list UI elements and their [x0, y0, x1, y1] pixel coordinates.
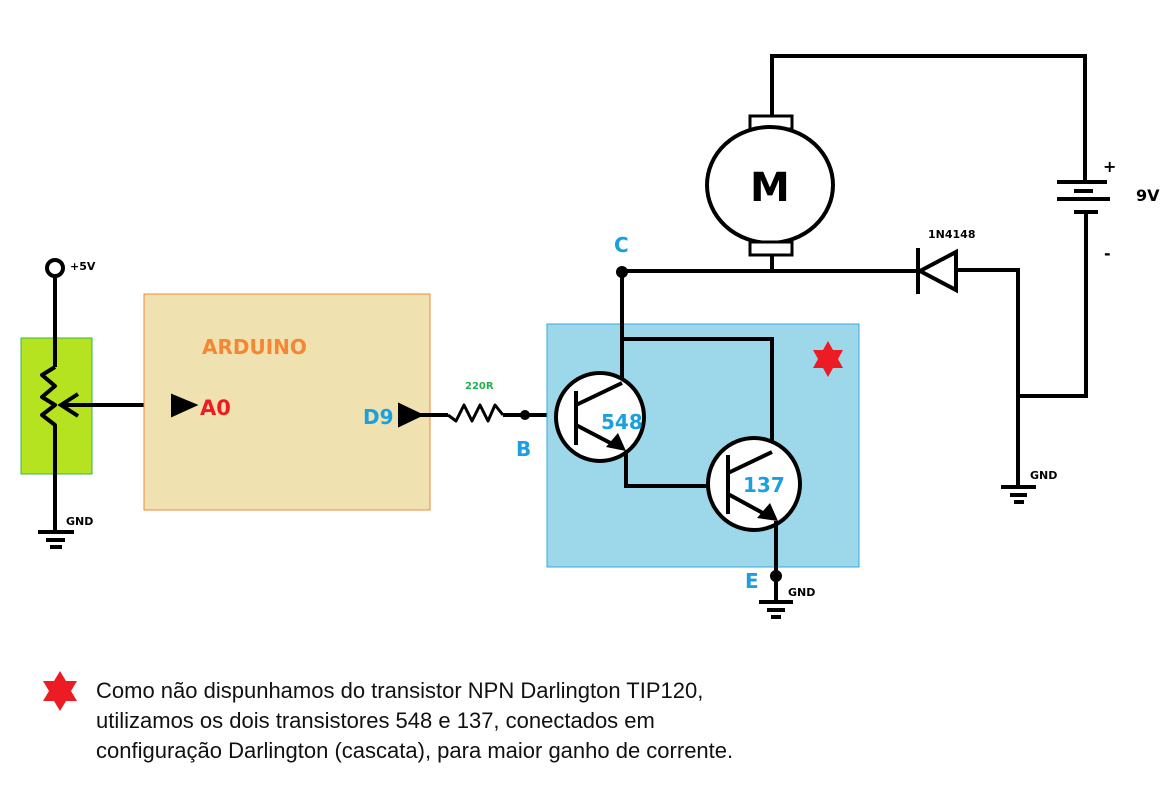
arduino-box [143, 293, 431, 511]
battery-label: 9V [1136, 186, 1160, 205]
footnote-line: configuração Darlington (cascata), para … [96, 738, 733, 763]
wire [1018, 212, 1088, 398]
base-resistor: 220R B [420, 381, 558, 461]
motor-label: M [750, 165, 790, 211]
diode-triangle-icon [915, 248, 958, 294]
battery-ground: GND [1001, 469, 1057, 504]
emitter-ground: E GND [745, 569, 815, 619]
emitter-arrow-icon [757, 503, 778, 521]
supply-label: +5V [70, 260, 96, 273]
wire [770, 54, 1087, 182]
ground-label: GND [66, 515, 93, 528]
resistor-label: 220R [465, 381, 494, 392]
footnote-line: utilizamos os dois transistores 548 e 13… [96, 708, 655, 733]
emitter-arrow-icon [606, 433, 626, 451]
arduino-label: ARDUINO [202, 335, 307, 359]
battery-ground-label: GND [1030, 469, 1057, 482]
ground-icon [38, 530, 74, 549]
base-node-label: B [516, 437, 531, 461]
motor: M [705, 54, 1087, 271]
wire [622, 337, 774, 443]
flyback-diode: 1N4148 [915, 228, 1020, 486]
transistor-548-label: 548 [601, 410, 643, 434]
diode-label: 1N4148 [928, 228, 975, 241]
footnote-line: Como não dispunhamos do transistor NPN D… [96, 678, 703, 703]
output-arrow-icon [398, 402, 425, 428]
ground-icon [759, 600, 793, 619]
wire [624, 451, 708, 488]
motor-brush-bottom-icon [748, 240, 794, 257]
arduino-block: ARDUINO A0 D9 [143, 293, 431, 511]
transistor-137-label: 137 [743, 473, 785, 497]
emitter-ground-label: GND [788, 586, 815, 599]
darlington-block: C 548 137 [546, 233, 860, 600]
star-icon [43, 671, 77, 711]
transistor-548: 548 [554, 371, 646, 463]
transistor-body-icon [706, 436, 802, 532]
star-icon [813, 341, 843, 377]
resistor-icon [447, 403, 505, 423]
potentiometer-resistor-icon [40, 365, 57, 445]
battery: + 9V - [1018, 157, 1160, 398]
pin-a0-label: A0 [200, 396, 231, 420]
base-node-dot [520, 410, 530, 420]
battery-minus-label: - [1104, 244, 1111, 263]
ground-icon [1001, 485, 1036, 504]
transistor-137: 137 [706, 436, 802, 532]
footnote: Como não dispunhamos do transistor NPN D… [43, 671, 733, 763]
collector-node-label: C [614, 233, 629, 257]
battery-plus-label: + [1103, 157, 1116, 176]
emitter-node-label: E [745, 569, 759, 593]
input-arrow-icon [171, 393, 199, 418]
pin-d9-label: D9 [363, 405, 394, 429]
wire [956, 268, 1020, 486]
emitter-node-dot [770, 570, 782, 582]
supply-terminal-icon [45, 258, 65, 278]
